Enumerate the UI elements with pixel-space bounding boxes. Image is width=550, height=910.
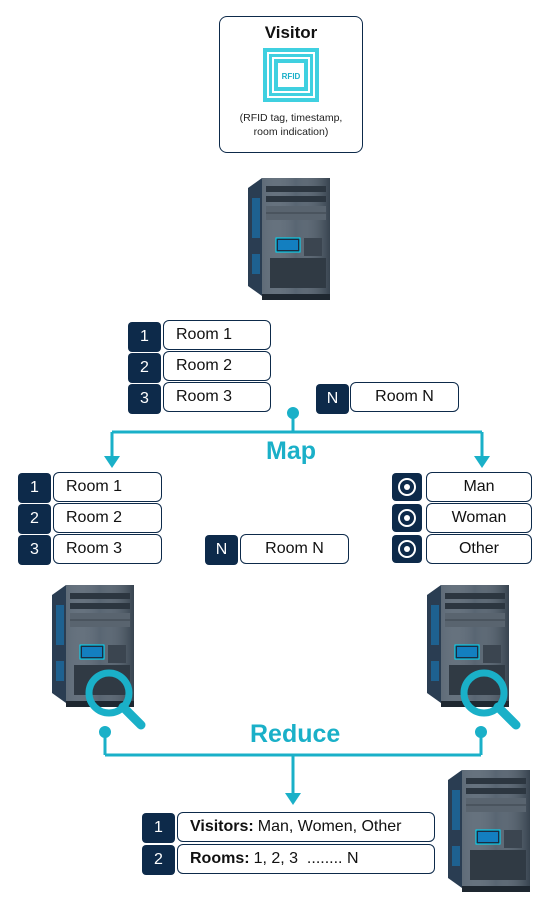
result-badge: 2 (142, 845, 175, 875)
room-badge: N (316, 384, 349, 414)
result-visitors: Visitors: Man, Women, Other (177, 812, 435, 842)
visitor-title: Visitor (264, 23, 318, 42)
room-badge: 2 (128, 353, 161, 383)
gender-icon-3 (392, 535, 422, 563)
visitor-caption: (RFID tag, timestamp, room indication) (220, 111, 362, 139)
gender-icon-2 (392, 504, 422, 532)
result-rooms-value: 1, 2, 3 ........ N (253, 850, 359, 867)
visitor-caption-line1: (RFID tag, timestamp, (239, 112, 343, 124)
room-badge: N (205, 535, 238, 565)
room-badge: 3 (128, 384, 161, 414)
room-pill: Room N (240, 534, 349, 564)
visitor-caption-line2: room indication) (253, 126, 329, 138)
gender-pill-woman: Woman (426, 503, 532, 533)
room-pill: Room 1 (53, 472, 162, 502)
room-pill: Room 2 (53, 503, 162, 533)
room-badge: 2 (18, 504, 51, 534)
room-pill: Room 1 (163, 320, 271, 350)
gender-pill-man: Man (426, 472, 532, 502)
room-badge: 1 (128, 322, 161, 352)
reduce-label: Reduce (250, 720, 341, 748)
result-rooms: Rooms: 1, 2, 3 ........ N (177, 844, 435, 874)
map-label: Map (266, 437, 316, 465)
result-visitors-key: Visitors: (190, 818, 254, 835)
result-visitors-value: Man, Women, Other (257, 818, 402, 835)
server-bottom-icon (447, 769, 531, 893)
result-rooms-key: Rooms: (190, 850, 250, 867)
reduce-connector (99, 726, 487, 805)
server-top-icon (247, 177, 331, 301)
rfid-label: RFID (282, 72, 301, 81)
result-badge: 1 (142, 813, 175, 843)
room-badge: 3 (18, 535, 51, 565)
gender-pill-other: Other (426, 534, 532, 564)
room-pill: Room 3 (53, 534, 162, 564)
rfid-tag-icon: RFID (263, 48, 319, 102)
map-connector (104, 407, 490, 468)
visitor-card: Visitor RFID (RFID tag, timestamp, room … (219, 16, 363, 153)
room-pill: Room 3 (163, 382, 271, 412)
room-badge: 1 (18, 473, 51, 503)
gender-icon-1 (392, 473, 422, 501)
room-pill: Room 2 (163, 351, 271, 381)
room-pill: Room N (350, 382, 459, 412)
